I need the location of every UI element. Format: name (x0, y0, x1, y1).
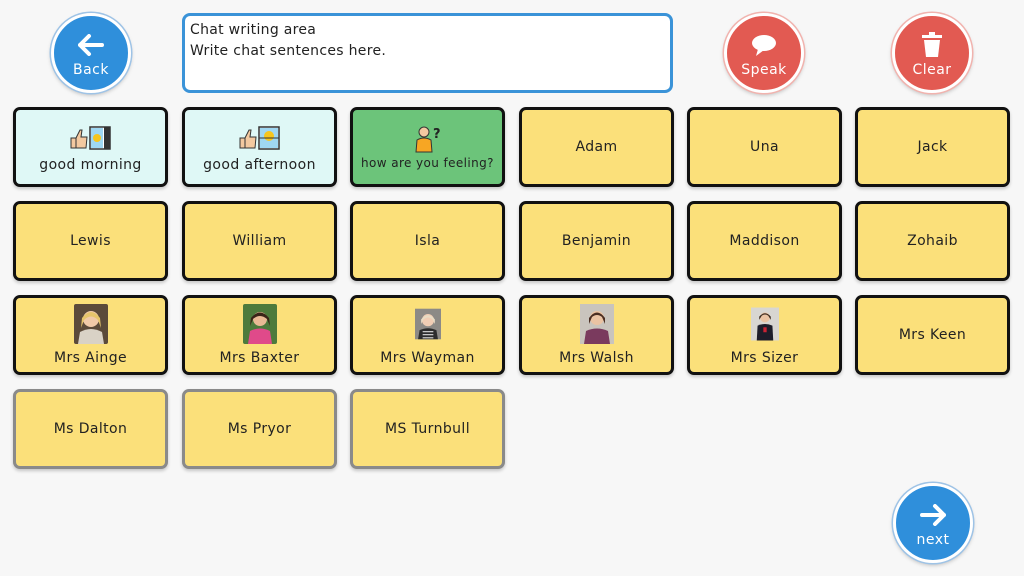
back-button-label: Back (73, 62, 109, 78)
tile-mrs-sizer[interactable]: Mrs Sizer (687, 295, 842, 375)
tile-how-are-you-feeling[interactable]: ? how are you feeling? (350, 107, 505, 187)
tile-mrs-ainge[interactable]: Mrs Ainge (13, 295, 168, 375)
tile-ms-dalton[interactable]: Ms Dalton (13, 389, 168, 469)
next-button-label: next (916, 532, 950, 548)
person-photo (750, 304, 779, 350)
person-photo (242, 304, 277, 350)
tile-label: Mrs Ainge (53, 350, 128, 366)
tile-zohaib[interactable]: Zohaib (855, 201, 1010, 281)
tile-label: Ms Dalton (53, 421, 128, 437)
tile-label: Mrs Walsh (559, 350, 634, 366)
arrow-right-icon (920, 500, 946, 530)
person-photo (414, 304, 441, 350)
back-button[interactable]: Back (51, 13, 131, 93)
next-button[interactable]: next (893, 483, 973, 563)
tile-label: good afternoon (203, 157, 316, 173)
tile-mrs-baxter[interactable]: Mrs Baxter (182, 295, 337, 375)
tile-good-afternoon[interactable]: good afternoon (182, 107, 337, 187)
tile-label: Mrs Baxter (219, 350, 300, 366)
thumbs-up-sun-icon (68, 121, 114, 155)
tile-mrs-wayman[interactable]: Mrs Wayman (350, 295, 505, 375)
tile-isla[interactable]: Isla (350, 201, 505, 281)
tile-good-morning[interactable]: good morning (13, 107, 168, 187)
tile-mrs-walsh[interactable]: Mrs Walsh (519, 295, 674, 375)
trash-icon (921, 30, 943, 60)
tile-ms-pryor[interactable]: Ms Pryor (182, 389, 337, 469)
speech-bubble-icon (750, 30, 778, 60)
tile-lewis[interactable]: Lewis (13, 201, 168, 281)
tile-label: how are you feeling? (361, 155, 494, 170)
tile-mrs-keen[interactable]: Mrs Keen (855, 295, 1010, 375)
speak-button-label: Speak (741, 62, 787, 78)
tile-label: Lewis (70, 233, 111, 249)
speak-button[interactable]: Speak (724, 13, 804, 93)
clear-button[interactable]: Clear (892, 13, 972, 93)
thumbs-up-sun-icon (237, 121, 283, 155)
tile-label: good morning (39, 157, 142, 173)
tile-ms-turnbull[interactable]: MS Turnbull (350, 389, 505, 469)
tile-label: Zohaib (907, 233, 958, 249)
tile-una[interactable]: Una (687, 107, 842, 187)
person-photo (578, 304, 616, 350)
clear-button-label: Clear (912, 62, 952, 78)
tile-label: Jack (917, 139, 948, 155)
person-question-icon: ? (413, 124, 443, 154)
tile-maddison[interactable]: Maddison (687, 201, 842, 281)
arrow-left-icon (78, 30, 104, 60)
tile-label: Mrs Keen (898, 327, 967, 343)
tile-adam[interactable]: Adam (519, 107, 674, 187)
tile-william[interactable]: William (182, 201, 337, 281)
chat-line-2: Write chat sentences here. (190, 43, 387, 59)
person-photo (73, 304, 108, 350)
tile-label: Maddison (729, 233, 800, 249)
tile-label: Adam (575, 139, 618, 155)
tile-jack[interactable]: Jack (855, 107, 1010, 187)
tile-label: Benjamin (561, 233, 632, 249)
tile-label: Una (750, 139, 779, 155)
tile-label: William (232, 233, 287, 249)
tile-label: MS Turnbull (384, 421, 471, 437)
tile-benjamin[interactable]: Benjamin (519, 201, 674, 281)
tile-label: Isla (414, 233, 441, 249)
tile-label: Mrs Sizer (730, 350, 799, 366)
tile-label: Ms Pryor (227, 421, 292, 437)
tile-label: Mrs Wayman (380, 350, 475, 366)
svg-text:?: ? (433, 127, 441, 142)
chat-line-1: Chat writing area (190, 22, 317, 38)
chat-writing-area[interactable]: Chat writing area Write chat sentences h… (182, 13, 673, 93)
